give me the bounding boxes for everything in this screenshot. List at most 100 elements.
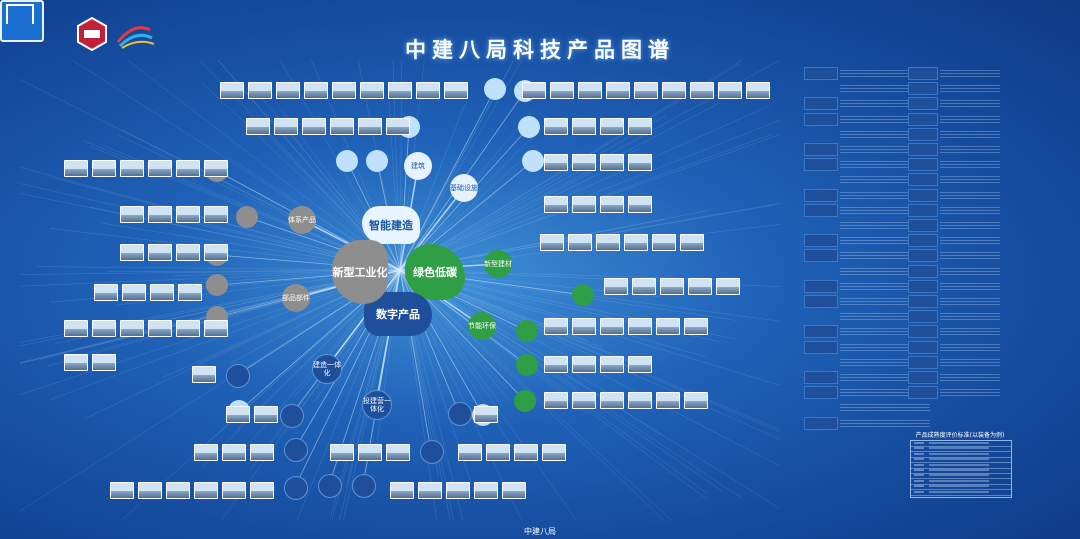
product-thumbnail[interactable] [474,406,498,423]
product-thumbnail[interactable] [418,482,442,499]
product-thumbnail[interactable] [166,482,190,499]
product-thumbnail[interactable] [148,244,172,261]
product-thumbnail[interactable] [718,82,742,99]
product-thumbnail[interactable] [204,206,228,223]
category-bubble-10[interactable] [206,274,228,296]
company-box[interactable] [908,97,938,111]
company-box[interactable] [908,203,938,217]
company-box[interactable] [804,158,838,172]
company-box[interactable] [908,355,938,369]
product-thumbnail[interactable] [330,118,354,135]
product-thumbnail[interactable] [64,354,88,371]
branch-xinxing-jiancai[interactable]: 新型建材 [484,250,512,278]
branch-jiantou-yitihua[interactable]: 投建营一体化 [362,390,392,420]
product-thumbnail[interactable] [458,444,482,461]
company-box[interactable] [908,82,938,96]
product-thumbnail[interactable] [176,160,200,177]
product-thumbnail[interactable] [628,318,652,335]
product-thumbnail[interactable] [628,392,652,409]
product-thumbnail[interactable] [176,206,200,223]
product-thumbnail[interactable] [568,234,592,251]
product-thumbnail[interactable] [600,118,624,135]
category-bubble-8[interactable] [236,206,258,228]
product-thumbnail[interactable] [572,356,596,373]
product-thumbnail[interactable] [680,234,704,251]
product-thumbnail[interactable] [120,206,144,223]
category-bubble-13[interactable] [516,320,538,342]
product-thumbnail[interactable] [628,154,652,171]
product-thumbnail[interactable] [624,234,648,251]
category-bubble-6[interactable] [522,150,544,172]
company-box[interactable] [908,264,938,278]
product-thumbnail[interactable] [120,160,144,177]
product-thumbnail[interactable] [486,444,510,461]
product-thumbnail[interactable] [92,160,116,177]
product-thumbnail[interactable] [386,444,410,461]
product-thumbnail[interactable] [360,82,384,99]
company-box[interactable] [908,340,938,354]
product-thumbnail[interactable] [332,82,356,99]
category-bubble-5[interactable] [518,116,540,138]
product-thumbnail[interactable] [246,118,270,135]
company-box[interactable] [804,203,838,217]
product-thumbnail[interactable] [416,82,440,99]
product-thumbnail[interactable] [220,82,244,99]
company-box[interactable] [804,386,838,400]
product-thumbnail[interactable] [304,82,328,99]
product-thumbnail[interactable] [600,356,624,373]
core-digital-products[interactable]: 数字产品 [364,292,432,336]
company-box[interactable] [908,219,938,232]
company-box[interactable] [804,325,838,339]
product-thumbnail[interactable] [628,118,652,135]
product-thumbnail[interactable] [178,284,202,301]
product-thumbnail[interactable] [656,392,680,409]
company-box[interactable] [908,112,938,126]
product-thumbnail[interactable] [572,318,596,335]
product-thumbnail[interactable] [122,284,146,301]
product-thumbnail[interactable] [684,318,708,335]
category-bubble-17[interactable] [280,404,304,428]
category-bubble-4[interactable] [336,150,358,172]
product-thumbnail[interactable] [540,234,564,251]
company-box[interactable] [804,188,838,202]
product-thumbnail[interactable] [662,82,686,99]
category-bubble-14[interactable] [516,354,538,376]
product-thumbnail[interactable] [474,482,498,499]
company-box[interactable] [908,249,938,263]
product-thumbnail[interactable] [194,444,218,461]
product-thumbnail[interactable] [148,160,172,177]
product-thumbnail[interactable] [656,318,680,335]
company-box[interactable] [908,234,938,248]
category-bubble-21[interactable] [318,474,342,498]
branch-jichu-sheshi[interactable]: 基础设施 [450,174,478,202]
product-thumbnail[interactable] [544,196,568,213]
category-bubble-15[interactable] [514,390,536,412]
product-thumbnail[interactable] [550,82,574,99]
category-bubble-16[interactable] [226,364,250,388]
product-thumbnail[interactable] [176,244,200,261]
company-box[interactable] [804,340,838,354]
product-thumbnail[interactable] [148,320,172,337]
product-thumbnail[interactable] [716,278,740,295]
company-box[interactable] [908,173,938,187]
product-thumbnail[interactable] [600,392,624,409]
product-thumbnail[interactable] [690,82,714,99]
product-thumbnail[interactable] [276,82,300,99]
product-thumbnail[interactable] [358,444,382,461]
branch-bupin-bujian[interactable]: 部品部件 [282,284,310,312]
product-thumbnail[interactable] [92,354,116,371]
category-bubble-20[interactable] [420,440,444,464]
product-thumbnail[interactable] [628,196,652,213]
product-thumbnail[interactable] [606,82,630,99]
product-thumbnail[interactable] [542,444,566,461]
product-thumbnail[interactable] [222,444,246,461]
company-box[interactable] [804,295,838,308]
product-thumbnail[interactable] [596,234,620,251]
product-thumbnail[interactable] [660,278,684,295]
company-box[interactable] [804,67,838,80]
product-thumbnail[interactable] [194,482,218,499]
product-thumbnail[interactable] [502,482,526,499]
category-bubble-19[interactable] [284,438,308,462]
company-box[interactable] [908,371,938,384]
product-thumbnail[interactable] [226,406,250,423]
